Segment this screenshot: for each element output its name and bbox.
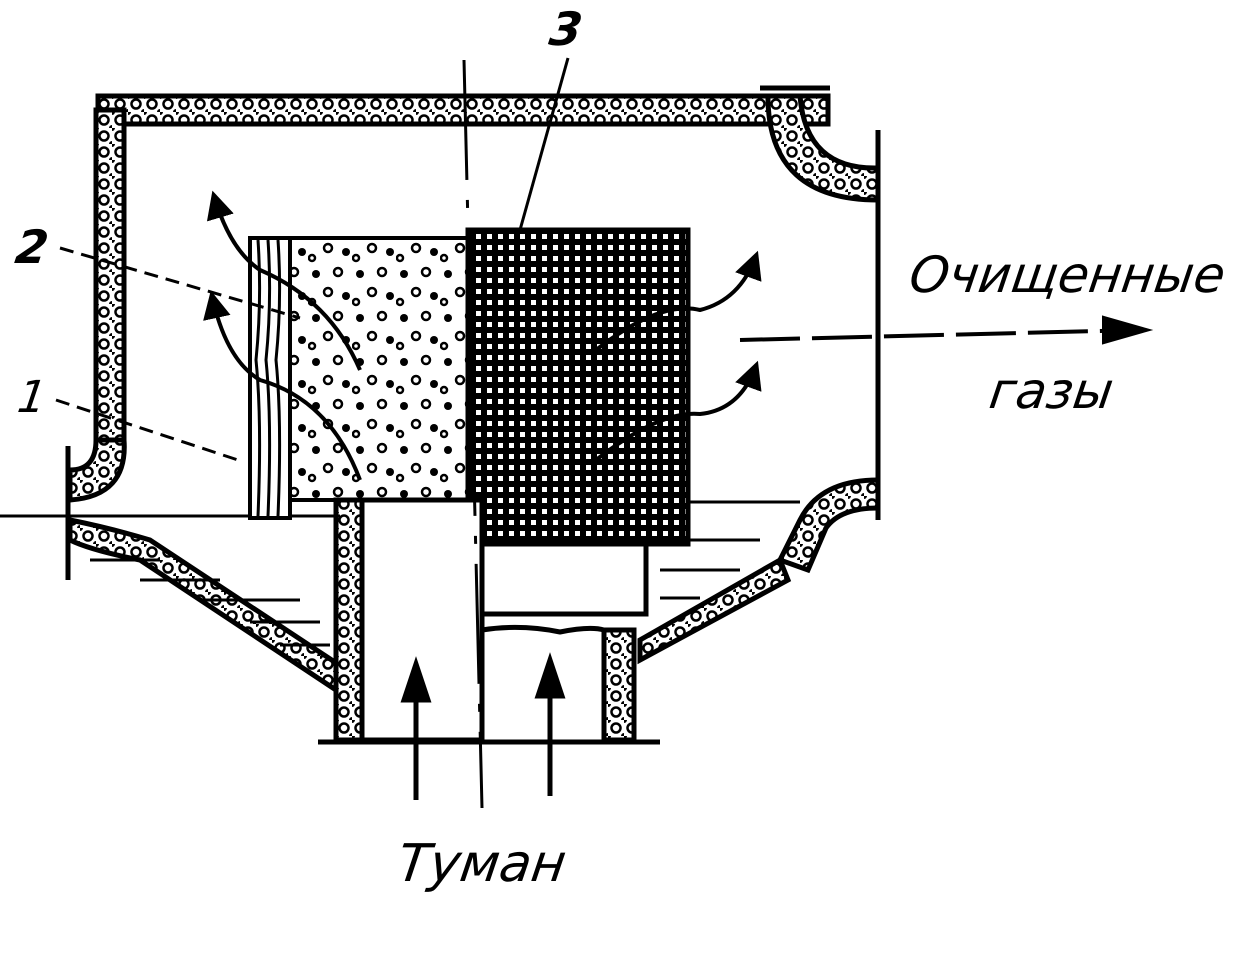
housing-wall [67, 93, 881, 743]
outlet-arrow [739, 315, 1154, 345]
housing-left-elbow [67, 437, 127, 503]
outlet-label-line1: Очищенные [905, 246, 1229, 304]
mesh-layer [465, 227, 691, 547]
housing-left-wall [93, 107, 127, 453]
flow-arrow-left-lower [203, 290, 362, 481]
part-3-label: 3 [546, 2, 586, 56]
leader-3 [518, 57, 570, 231]
inlet-pipe-left-wall [333, 497, 365, 743]
leader-1 [55, 398, 245, 464]
inlet-label: Туман [393, 834, 570, 894]
housing-bottom-left-slope [67, 516, 365, 741]
center-axis [462, 59, 484, 809]
housing-right-bottom-elbow [776, 477, 881, 574]
leader-lines [55, 57, 570, 464]
flow-arrow-right-upper [594, 250, 762, 352]
flow-arrow-right-lower [594, 360, 762, 462]
flow-arrows [203, 190, 762, 481]
part-2-label: 2 [12, 220, 52, 274]
granular-layer [288, 236, 470, 502]
flow-arrow-left-upper [206, 190, 362, 371]
leader-2 [59, 246, 301, 320]
inlet-pipe-right-wall [601, 627, 637, 743]
housing-top-wall [95, 93, 831, 127]
housing-bottom-right-slope [637, 556, 792, 665]
inlet-arrows [400, 652, 566, 800]
outlet-label-line2: газы [985, 362, 1118, 420]
